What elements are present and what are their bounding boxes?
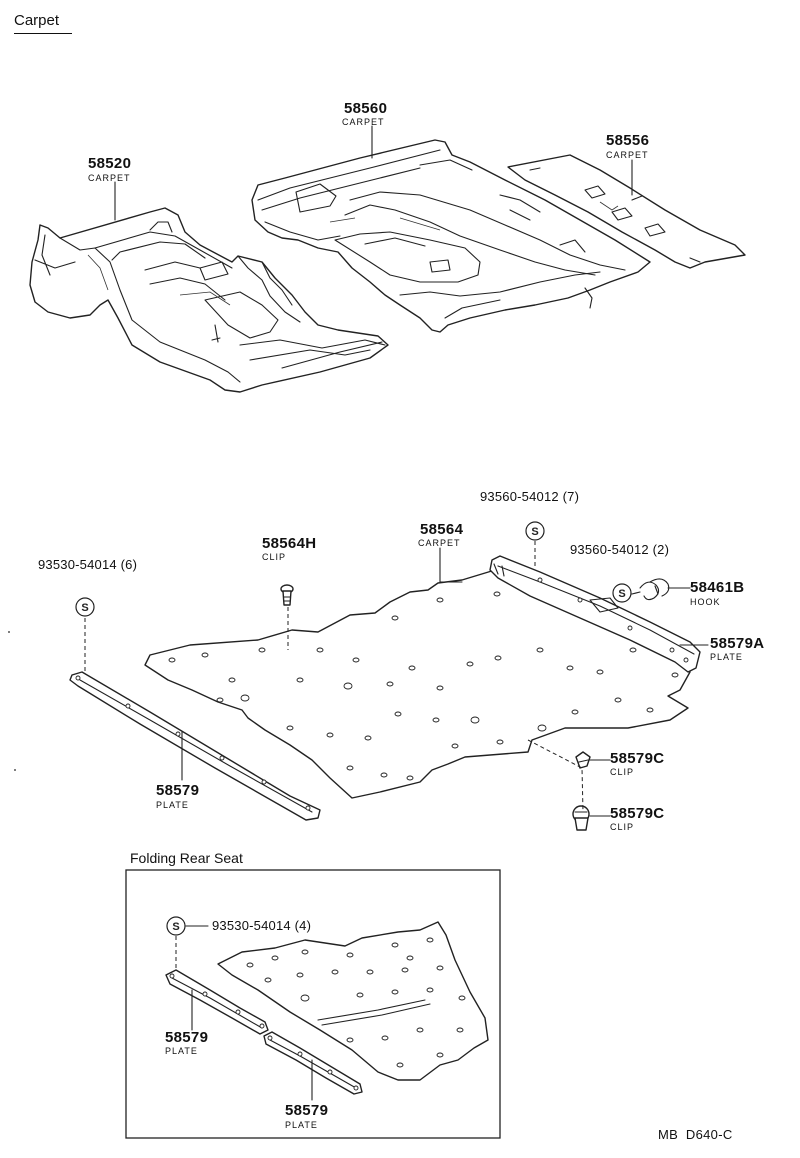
part-desc-58556: CARPET <box>606 150 649 160</box>
part-desc-58579c-upper: CLIP <box>610 767 635 777</box>
part-desc-58560: CARPET <box>342 117 385 127</box>
inset-title: Folding Rear Seat <box>130 850 243 866</box>
part-desc-58579c-lower: CLIP <box>610 822 635 832</box>
part-number-93530-54014-6: 93530-54014 (6) <box>38 557 138 572</box>
part-number-58579-inset-1: 58579 <box>165 1029 209 1046</box>
s-badge-93530-left: S <box>75 597 95 617</box>
part-desc-58579a: PLATE <box>710 652 743 662</box>
carpet-58520-drawing <box>29 207 389 393</box>
inset-box <box>125 869 501 1139</box>
carpet-58560-drawing <box>251 139 651 333</box>
svg-text:S: S <box>618 588 625 600</box>
carpet-58556-drawing <box>507 154 746 269</box>
part-number-58564: 58564 <box>420 521 464 538</box>
part-number-93560-54012-2: 93560-54012 (2) <box>570 542 670 557</box>
part-number-93530-54014-4: 93530-54014 (4) <box>212 918 312 933</box>
leader-clip-58579c <box>527 739 584 813</box>
svg-text:S: S <box>81 602 88 614</box>
inset-plate-upper-drawing <box>165 969 269 1035</box>
svg-text:S: S <box>172 921 179 933</box>
diagram-code: MB D640-C <box>658 1127 733 1142</box>
inset-carpet-drawing <box>217 921 489 1081</box>
part-number-58520: 58520 <box>88 155 132 172</box>
part-number-93560-54012-7: 93560-54012 (7) <box>480 489 580 504</box>
part-number-58579a: 58579A <box>710 635 765 652</box>
s-badge-93530-inset: S <box>166 916 186 936</box>
part-number-58560: 58560 <box>344 100 388 117</box>
carpet-58564-drawing <box>144 569 691 799</box>
leader-93560-right <box>631 591 641 595</box>
part-number-58556: 58556 <box>606 132 650 149</box>
s-badge-93560-top: S <box>525 521 545 541</box>
part-number-58579c-upper: 58579C <box>610 750 665 767</box>
page-title-underline <box>14 33 72 34</box>
clip-58579c-lower-drawing <box>572 805 590 831</box>
plate-58579-drawing <box>69 671 321 821</box>
clip-58564h-drawing <box>280 584 294 606</box>
part-number-58461b: 58461B <box>690 579 745 596</box>
hook-58461b-drawing <box>639 578 670 601</box>
inset-plate-lower-drawing <box>263 1031 363 1095</box>
part-number-58579: 58579 <box>156 782 200 799</box>
s-badge-93560-right: S <box>612 583 632 603</box>
part-desc-58461b: HOOK <box>690 597 721 607</box>
part-desc-58564: CARPET <box>418 538 461 548</box>
leader-58564 <box>439 547 463 583</box>
part-number-58579c-lower: 58579C <box>610 805 665 822</box>
part-desc-58564h: CLIP <box>262 552 287 562</box>
part-number-58579-inset-2: 58579 <box>285 1102 329 1119</box>
part-number-58564h: 58564H <box>262 535 317 552</box>
part-desc-58579-inset-1: PLATE <box>165 1046 198 1056</box>
part-desc-58520: CARPET <box>88 173 131 183</box>
plate-58579a-drawing <box>489 555 701 673</box>
carpet-fastener-holes <box>168 591 679 781</box>
part-desc-58579-inset-2: PLATE <box>285 1120 318 1130</box>
part-desc-58579: PLATE <box>156 800 189 810</box>
page-title: Carpet <box>14 12 60 29</box>
svg-text:S: S <box>531 526 538 538</box>
